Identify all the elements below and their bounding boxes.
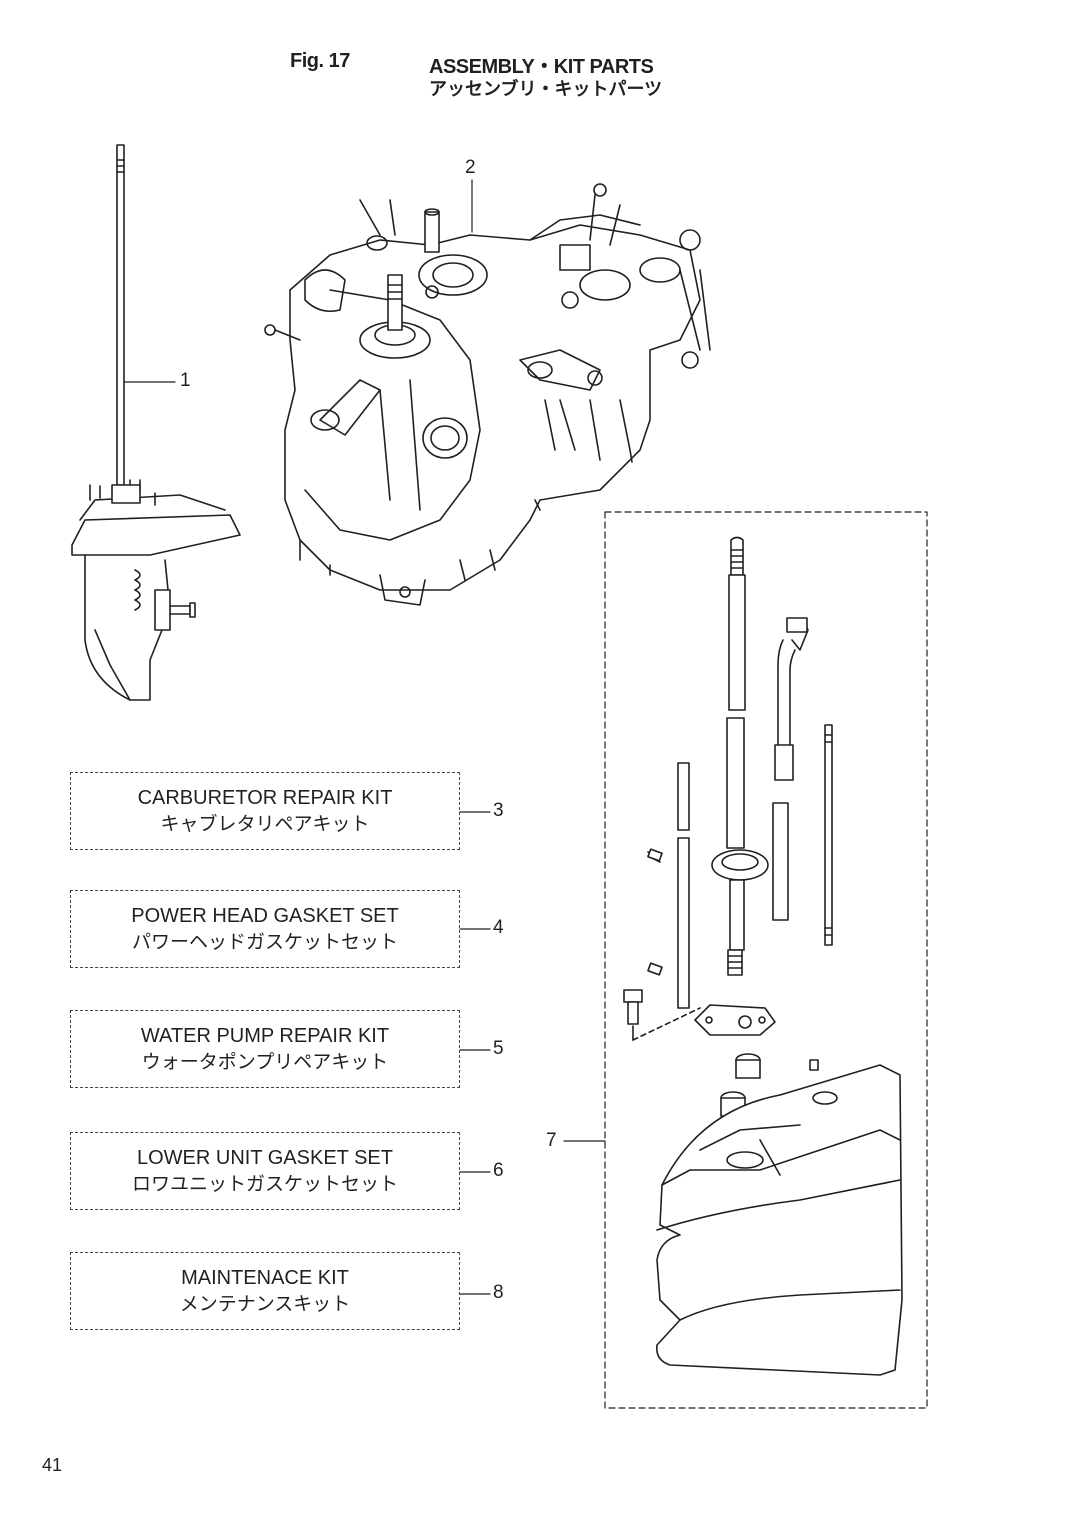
power-head-illustration <box>264 183 711 606</box>
callout-1: 1 <box>180 370 191 391</box>
kit-name-jp: パワーヘッドガスケットセット <box>131 931 398 953</box>
callout-3: 3 <box>493 800 504 821</box>
callout-7: 7 <box>546 1130 557 1151</box>
kit-box-carburetor-repair: CARBURETOR REPAIR KIT キャブレタリペアキット <box>70 772 460 850</box>
kit-box-power-head-gasket: POWER HEAD GASKET SET パワーヘッドガスケットセット <box>70 890 460 968</box>
page-number: 41 <box>42 1455 63 1475</box>
callout-2: 2 <box>465 157 476 178</box>
kit-name-en: LOWER UNIT GASKET SET <box>137 1147 393 1169</box>
figure-number: Fig. 17 <box>290 50 350 72</box>
leader-lines <box>124 179 606 1295</box>
kit-name-en: MAINTENACE KIT <box>181 1267 349 1289</box>
kit-box-maintenance: MAINTENACE KIT メンテナンスキット <box>70 1252 460 1330</box>
kit-name-en: POWER HEAD GASKET SET <box>131 905 399 927</box>
kit-name-en: CARBURETOR REPAIR KIT <box>137 787 393 809</box>
callout-8: 8 <box>493 1282 504 1303</box>
kit-name-en: WATER PUMP REPAIR KIT <box>140 1025 390 1047</box>
page-title-jp: アッセンブリ・キットパーツ <box>429 79 663 100</box>
lower-unit-kit-illustration <box>623 536 903 1376</box>
callout-6: 6 <box>493 1160 504 1181</box>
callout-5: 5 <box>493 1038 504 1059</box>
kit-name-jp: メンテナンスキット <box>179 1293 351 1315</box>
kit-name-jp: ウォータポンプリペアキット <box>141 1051 389 1073</box>
page-title-en: ASSEMBLY・KIT PARTS <box>429 56 654 78</box>
drive-shaft-lower-unit-illustration <box>71 144 241 701</box>
kit-box-water-pump-repair: WATER PUMP REPAIR KIT ウォータポンプリペアキット <box>70 1010 460 1088</box>
kit-name-jp: キャブレタリペアキット <box>160 813 370 835</box>
kit-name-jp: ロワユニットガスケットセット <box>131 1173 398 1195</box>
kit-box-lower-unit-gasket: LOWER UNIT GASKET SET ロワユニットガスケットセット <box>70 1132 460 1210</box>
part-7-kit-frame <box>604 511 928 1409</box>
callout-4: 4 <box>493 917 504 938</box>
